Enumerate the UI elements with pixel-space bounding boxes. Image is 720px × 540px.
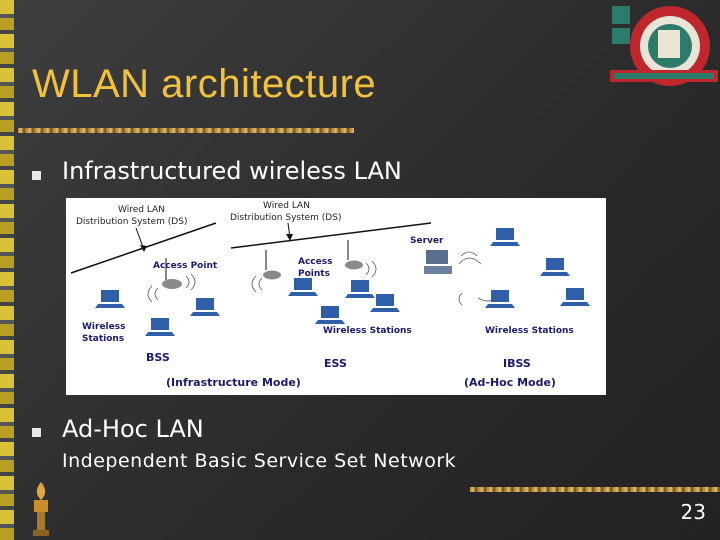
ds-label-2-line2: Distribution System (DS) [230, 213, 341, 223]
ds-label-1-line1: Wired LAN [118, 205, 165, 215]
laptop-icon [485, 290, 515, 308]
bullet-marker [32, 428, 41, 437]
ibss-label: IBSS [503, 357, 531, 370]
access-point-label: Access Point [153, 261, 218, 271]
laptop-icon [288, 278, 318, 296]
title-divider [18, 128, 354, 133]
bss-label: BSS [146, 351, 170, 364]
ds-label-1-line2: Distribution System (DS) [76, 217, 187, 227]
adhoc-mode-label: (Ad-Hoc Mode) [464, 376, 556, 389]
ds-label-2-line1: Wired LAN [263, 201, 310, 211]
slide-title: WLAN architecture [32, 62, 377, 106]
torch-icon [33, 482, 49, 536]
server-icon [424, 250, 452, 274]
infrastructure-mode-label: (Infrastructure Mode) [166, 376, 301, 389]
wlan-architecture-figure: Wired LAN Distribution System (DS) Wired… [66, 198, 606, 395]
laptop-icon [370, 294, 400, 312]
laptop-icon [145, 318, 175, 336]
wired-lan-line-2 [230, 222, 432, 249]
laptop-icon [315, 306, 345, 324]
footer-divider [470, 487, 720, 492]
wireless-stations-right: Wireless Stations [485, 326, 574, 336]
bullet-adhoc-subtext: Independent Basic Service Set Network [62, 450, 457, 472]
laptop-icon [190, 298, 220, 316]
laptop-icon [490, 228, 520, 246]
university-logo [610, 6, 718, 86]
ess-label: ESS [324, 357, 347, 370]
bullet-marker [32, 171, 41, 180]
left-decorative-strip [0, 0, 14, 540]
server-label: Server [410, 236, 444, 246]
wireless-stations-left-line1: Wireless [82, 322, 125, 332]
bullet-adhoc-lan: Ad-Hoc LAN [62, 415, 204, 443]
access-points-label-line2: Points [298, 269, 330, 279]
bullet-infrastructured-wlan: Infrastructured wireless LAN [62, 157, 402, 185]
laptop-icon [540, 258, 570, 276]
laptop-icon [345, 280, 375, 298]
access-point-icon [162, 279, 182, 289]
access-points-label-line1: Access [298, 257, 332, 267]
laptop-icon [560, 288, 590, 306]
wireless-stations-mid: Wireless Stations [323, 326, 412, 336]
page-number: 23 [680, 500, 706, 524]
access-point-icon [263, 270, 281, 280]
laptop-icon [95, 290, 125, 308]
access-point-icon [345, 260, 363, 270]
wireless-stations-left-line2: Stations [82, 334, 124, 344]
